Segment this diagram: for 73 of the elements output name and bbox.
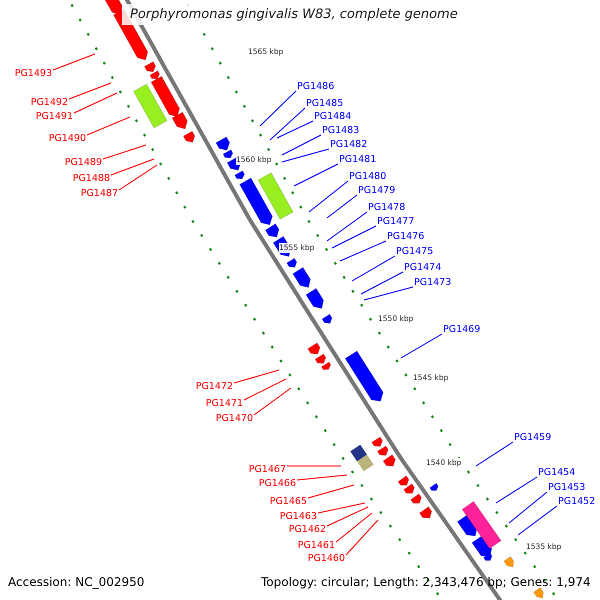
leader-line <box>270 108 306 140</box>
leader-line <box>346 520 378 556</box>
gene-label: PG1460 <box>308 553 345 565</box>
gene-label: PG1492 <box>30 97 68 109</box>
gene-label: PG1454 <box>538 467 576 479</box>
leader-line <box>496 476 538 504</box>
gene-label: PG1488 <box>72 173 110 185</box>
leader-line <box>52 54 96 70</box>
gene-label: PG1463 <box>280 511 317 523</box>
gene-label: PG1480 <box>349 171 386 183</box>
leader-line <box>110 158 154 176</box>
gene-label: PG1484 <box>314 111 352 123</box>
leader-line <box>294 164 338 186</box>
gene-label: PG1466 <box>258 478 296 490</box>
gene-label: PG1474 <box>404 262 442 274</box>
gene-label: PG1459 <box>514 432 552 444</box>
leader-line <box>254 388 292 416</box>
gene-label: PG1491 <box>36 111 73 123</box>
gene-label: PG1453 <box>548 482 586 494</box>
gene-label: PG1490 <box>48 133 86 145</box>
leader-line <box>476 442 514 466</box>
leader-line <box>318 502 366 514</box>
gene-label: PG1477 <box>377 216 414 228</box>
leader-line <box>234 370 280 384</box>
gene-label: PG1467 <box>248 464 286 476</box>
gene-label: PG1470 <box>216 413 253 425</box>
leader-line <box>400 334 442 358</box>
leader-line <box>364 286 414 300</box>
leader-line <box>296 474 348 480</box>
gene-label: PG1487 <box>80 188 118 200</box>
gene-label: PG1472 <box>196 381 233 393</box>
gene-label: PG1452 <box>558 496 596 508</box>
leader-line <box>326 194 358 218</box>
leader-line <box>326 212 368 242</box>
leader-line <box>508 492 548 524</box>
leader-line <box>282 148 330 162</box>
leader-line <box>352 256 396 282</box>
leader-line <box>336 512 372 542</box>
gene-label: PG1483 <box>322 125 360 137</box>
leader-line <box>74 92 118 114</box>
leader-line <box>260 90 296 126</box>
leader-line <box>118 164 158 190</box>
leader-line <box>244 378 286 400</box>
gene-label: PG1481 <box>339 154 376 166</box>
gene-label: PG1469 <box>443 324 480 336</box>
leader-line <box>326 506 368 526</box>
leader-line <box>340 240 386 262</box>
info-text: Topology: circular; Length: 2,343,476 bp; Genes: 1,974 <box>261 575 591 590</box>
leader-line <box>518 506 558 536</box>
gene-label: PG1493 <box>14 68 52 80</box>
gene-label: PG1461 <box>298 540 335 552</box>
gene-label: PG1476 <box>387 231 424 243</box>
gene-label: PG1462 <box>288 524 326 536</box>
leader-line <box>276 120 314 138</box>
leader-line <box>86 116 130 136</box>
leader-line <box>360 272 404 294</box>
gene-label: PG1485 <box>306 98 344 110</box>
gene-label: PG1465 <box>270 496 307 508</box>
gene-label: PG1482 <box>330 139 368 151</box>
gene-label: PG1479 <box>358 185 396 197</box>
gene-label: PG1475 <box>396 246 434 258</box>
leader-line <box>308 484 354 498</box>
leader-line <box>68 82 112 100</box>
info-text: Accession: NC_002950 <box>8 575 144 590</box>
gene-label: PG1478 <box>368 202 406 214</box>
leader-line <box>282 134 322 156</box>
leader-line <box>308 180 348 212</box>
leader-line <box>102 144 146 160</box>
leader-line <box>332 226 376 248</box>
gene-label: PG1471 <box>206 398 243 410</box>
gene-label: PG1473 <box>414 277 452 289</box>
gene-label: PG1489 <box>64 157 102 169</box>
gene-label: PG1486 <box>297 81 334 93</box>
